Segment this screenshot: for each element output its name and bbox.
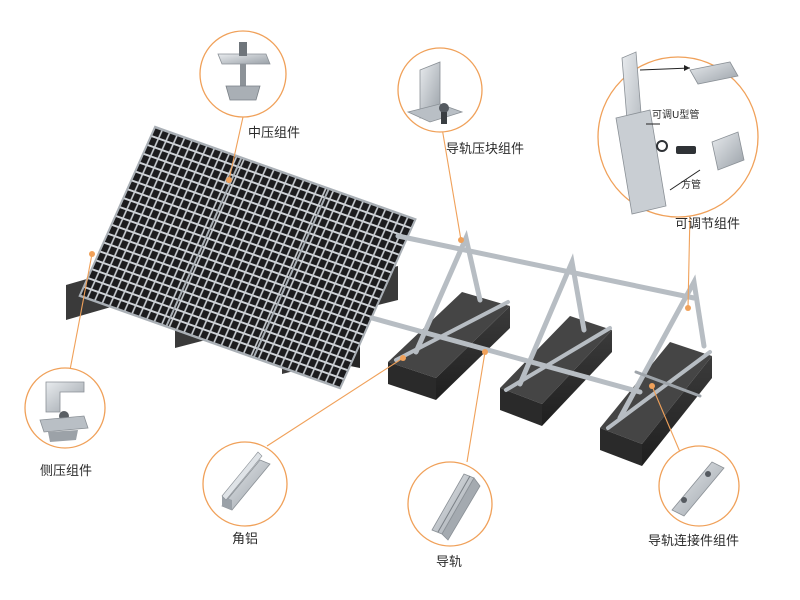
side-clamp-icon [39,381,89,442]
rail-icon [431,473,481,541]
adjustable-tube-icon [615,51,745,215]
rail-connector-icon [671,461,725,517]
side-clamp-label: 侧压组件 [40,464,93,479]
aluminum-frame [369,230,712,430]
adjustable-label: 可调节组件 [675,217,741,232]
rail-connector-label: 导轨连接件组件 [648,534,740,549]
mid-clamp-icon [217,42,271,101]
u-tube-label: 可调U型管 [652,110,700,121]
rail-label: 导轨 [436,555,463,570]
angle-aluminum-label: 角铝 [232,532,259,547]
leader-dots [89,177,691,389]
rail-clamp-icon [406,61,464,124]
mid-clamp-label: 中压组件 [248,126,301,141]
angle-aluminum-icon [221,451,271,511]
square-tube-label: 方管 [681,180,701,191]
solar-panel-array [78,125,417,390]
leader-lines [69,116,691,463]
rail-clamp-label: 导轨压块组件 [446,142,525,157]
